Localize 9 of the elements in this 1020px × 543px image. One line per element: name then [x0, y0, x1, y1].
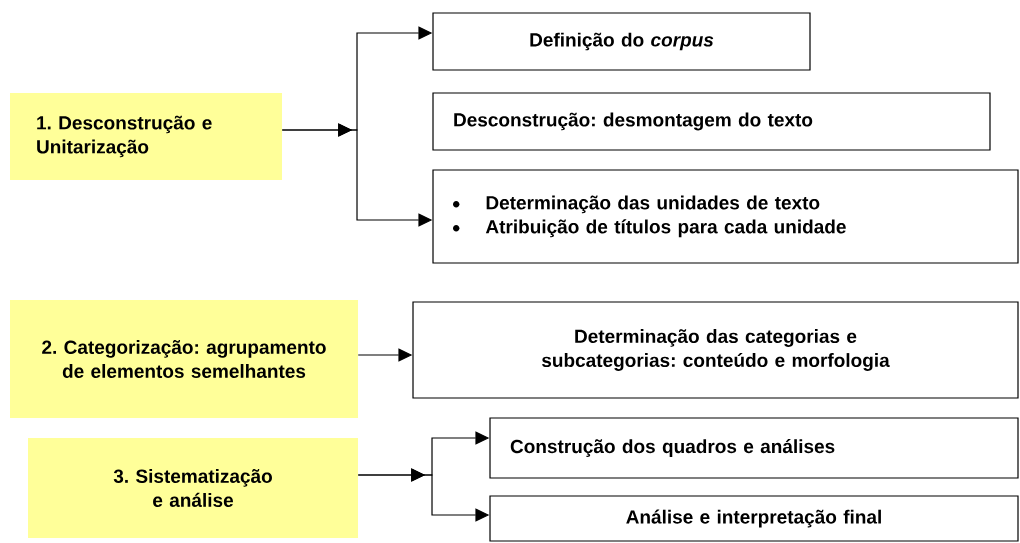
- step-box: 1. Desconstrução e Unitarização: [10, 93, 282, 180]
- step-box: 2. Categorização: agrupamento de elementos semelhantes: [10, 300, 358, 418]
- step-box: 3. Sistematização e análise: [28, 438, 358, 538]
- process-box: Determinação das categorias e subcategorias: conteúdo e morfologia: [412, 301, 1019, 399]
- process-box: Análise e interpretação final: [489, 495, 1019, 542]
- process-box: Definição do corpus: [432, 12, 811, 71]
- process-box: Desconstrução: desmontagem do texto: [432, 92, 991, 151]
- process-box: Construção dos quadros e análises: [489, 417, 1019, 479]
- process-box: Determinação das unidades de texto Atribuição de títulos para cada unidade: [432, 169, 1019, 264]
